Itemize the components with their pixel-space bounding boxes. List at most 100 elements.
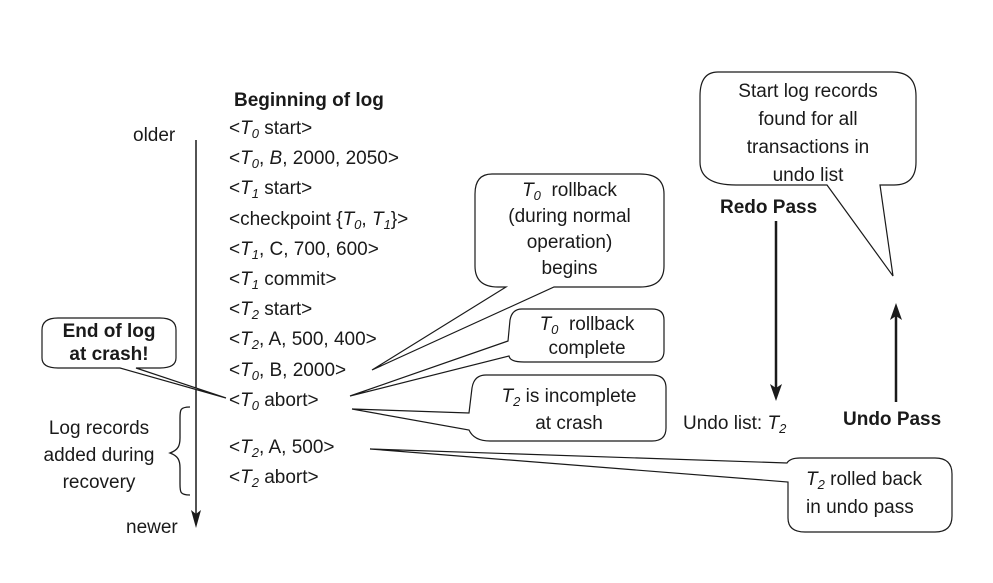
end-of-log-callout: End of log at crash! (42, 320, 176, 366)
txn-subscript: 2 (251, 307, 259, 323)
txn-subscript: 2 (817, 477, 825, 492)
txn-subscript: 1 (251, 186, 259, 202)
callout-line: transactions in (746, 137, 870, 158)
txn-symbol: T (767, 413, 780, 434)
log-record: <T1 start> (229, 178, 312, 200)
record-rest: , B, 2000> (258, 359, 347, 381)
callout-line: rollback (563, 314, 635, 335)
record-rest: , T1}> (361, 208, 409, 232)
callout-line: found for all (758, 109, 858, 130)
t0-rollback-begins-callout: T0 rollback (during normal operation) be… (475, 178, 664, 282)
undo-pass-label: Undo Pass (843, 409, 942, 430)
txn-symbol: T (240, 148, 252, 170)
txn-subscript: 0 (533, 188, 541, 203)
callout-line: Start log records (738, 81, 878, 102)
record-rest: start> (258, 299, 313, 321)
record-rest: , B, 2000, 2050> (258, 148, 399, 170)
record-open: < (229, 467, 241, 488)
callout-line: rolled back (824, 469, 923, 490)
txn-symbol: T (240, 299, 252, 321)
txn-symbol: T (240, 389, 252, 411)
recovery-label: Log records added during recovery (28, 415, 170, 496)
txn-symbol: T (371, 208, 384, 230)
record-open: < (229, 389, 241, 411)
data-item: B (269, 148, 283, 170)
log-record: <T0 start> (229, 118, 312, 140)
end-of-log-callout-shape (41, 317, 227, 399)
record-rest: start> (258, 178, 313, 200)
txn-symbol: T (240, 269, 252, 290)
txn-subscript: 1 (251, 277, 259, 292)
record-open: < (229, 269, 241, 290)
callout-line: in undo pass (806, 497, 914, 518)
record-rest: start> (258, 118, 313, 139)
txn-symbol: T (539, 314, 552, 335)
record-open: <checkpoint { (229, 208, 343, 230)
txn-subscript: 0 (251, 397, 259, 413)
record-rest: abort> (258, 467, 319, 488)
redo-pass-label: Redo Pass (720, 197, 818, 218)
callout-line: (during normal (508, 206, 631, 227)
start-records-callout-shape (699, 71, 917, 277)
newer-label: newer (126, 517, 178, 538)
callout-line: is incomplete (520, 386, 637, 407)
txn-symbol: T (240, 437, 252, 458)
callout-line: complete (548, 338, 626, 359)
record-rest: , A, 500> (258, 437, 335, 458)
log-record: <checkpoint {T0, T1}> (229, 209, 408, 231)
log-record: <T0 abort> (229, 390, 319, 412)
t2-incomplete-callout-shape (351, 374, 667, 442)
log-record: <T1 commit> (229, 269, 337, 291)
txn-subscript: 1 (383, 216, 391, 232)
log-record: <T0, B, 2000, 2050> (229, 148, 399, 170)
callout-line: at crash! (69, 344, 149, 365)
txn-subscript: 0 (354, 216, 362, 232)
callout-line: at crash (535, 413, 603, 434)
callout-line: undo list (772, 165, 844, 186)
record-rest: , C, 700, 600> (258, 238, 379, 260)
txn-symbol: T (240, 467, 252, 488)
log-record: <T1, C, 700, 600> (229, 239, 379, 261)
txn-subscript: 2 (513, 394, 521, 409)
txn-symbol: T (240, 178, 252, 200)
older-label: older (133, 125, 176, 146)
txn-symbol: T (240, 329, 252, 351)
txn-subscript: 0 (251, 126, 259, 141)
txn-symbol: T (501, 386, 514, 407)
t2-incomplete-callout: T2 is incomplete at crash (472, 383, 666, 437)
undo-list-label: Undo list: T2 (683, 413, 786, 435)
record-open: < (229, 238, 241, 260)
record-open: < (229, 329, 241, 351)
undo-list-text: Undo list: (683, 413, 768, 434)
recovery-label-line: Log records (48, 418, 150, 439)
redo-pass-arrowhead (770, 384, 782, 401)
record-open: < (229, 299, 241, 321)
callout-line: rollback (546, 180, 617, 201)
record-open: < (229, 118, 241, 139)
t0-rollback-begins-callout-shape (371, 173, 665, 371)
txn-subscript: 0 (251, 156, 259, 172)
callout-line: begins (541, 258, 598, 279)
txn-subscript: 2 (251, 445, 259, 460)
log-record: <T0, B, 2000> (229, 360, 346, 382)
beginning-of-log-heading: Beginning of log (234, 90, 384, 111)
txn-subscript: 1 (251, 246, 259, 262)
t0-rollback-complete-callout: T0 rollback complete (510, 313, 664, 361)
recovery-label-line: recovery (62, 472, 136, 493)
recovery-label-line: added during (43, 445, 155, 466)
record-rest: abort> (258, 389, 319, 411)
log-record: <T2, A, 500, 400> (229, 329, 377, 351)
txn-symbol: T (240, 359, 252, 381)
record-open: < (229, 178, 241, 200)
record-rest: , A, 500, 400> (258, 329, 377, 351)
txn-subscript: 0 (251, 367, 259, 383)
callout-line: operation) (526, 232, 613, 253)
t2-rolled-back-callout-shape (369, 448, 953, 533)
t2-rolled-back-callout: T2 rolled back in undo pass (806, 466, 922, 522)
timeline-arrowhead (191, 510, 201, 528)
log-record: <T2 abort> (229, 467, 319, 489)
txn-symbol: T (342, 208, 355, 230)
record-open: < (229, 437, 241, 458)
recovery-brace (168, 406, 191, 496)
